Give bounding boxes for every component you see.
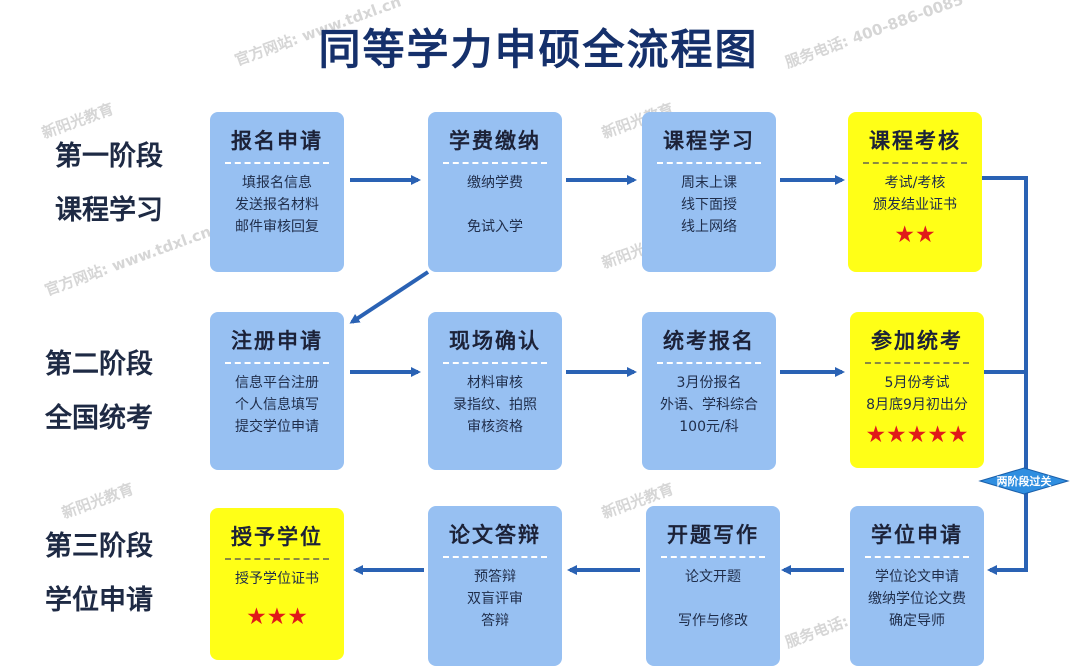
step-onsite-confirm-line: 材料审核 xyxy=(467,375,523,391)
step-unified-exam-title: 参加统考 xyxy=(871,329,963,353)
divider xyxy=(443,556,547,558)
step-course-exam: 课程考核 考试/考核 颁发结业证书 ★★ xyxy=(848,112,982,272)
step-apply-line: 发送报名材料 xyxy=(235,197,319,213)
step-award-degree-line: 授予学位证书 xyxy=(235,571,319,587)
badge-text: 两阶段过关 xyxy=(996,475,1052,488)
divider xyxy=(443,162,547,164)
step-unified-exam: 参加统考 5月份考试 8月底9月初出分 ★★★★★ xyxy=(850,312,984,468)
divider xyxy=(657,162,761,164)
divider xyxy=(865,362,969,364)
stage-2-label: 第二阶段 全国统考 xyxy=(14,338,184,446)
step-onsite-confirm: 现场确认 材料审核 录指纹、拍照 审核资格 xyxy=(428,312,562,470)
step-register-line: 信息平台注册 xyxy=(235,375,319,391)
stage-3-label: 第三阶段 学位申请 xyxy=(14,520,184,628)
step-tuition-gap xyxy=(428,194,562,216)
step-degree-apply-title: 学位申请 xyxy=(871,523,963,547)
divider xyxy=(865,556,969,558)
divider xyxy=(225,558,329,560)
step-degree-apply-line: 学位论文申请 xyxy=(875,569,959,585)
step-tuition: 学费缴纳 缴纳学费 免试入学 xyxy=(428,112,562,272)
two-stage-pass-badge: 两阶段过关 xyxy=(972,466,1076,496)
step-register-title: 注册申请 xyxy=(231,329,323,353)
step-thesis-defense-line: 预答辩 xyxy=(474,569,516,585)
stage-3-topic: 学位申请 xyxy=(45,585,153,616)
divider xyxy=(443,362,547,364)
step-award-degree: 授予学位 授予学位证书 ★★★ xyxy=(210,508,344,660)
step-study-line: 线下面授 xyxy=(681,197,737,213)
step-unified-signup-title: 统考报名 xyxy=(663,329,755,353)
step-apply-title: 报名申请 xyxy=(231,129,323,153)
step-unified-signup: 统考报名 3月份报名 外语、学科综合 100元/科 xyxy=(642,312,776,470)
divider xyxy=(657,362,761,364)
stage-1-name: 第一阶段 xyxy=(55,141,163,172)
divider xyxy=(661,556,765,558)
step-tuition-line: 缴纳学费 xyxy=(467,175,523,191)
star-rating: ★★★★★ xyxy=(865,422,969,448)
step-apply-line: 邮件审核回复 xyxy=(235,219,319,235)
step-thesis-defense-title: 论文答辩 xyxy=(449,523,541,547)
star-rating: ★★★ xyxy=(246,604,308,630)
stage-1-topic: 课程学习 xyxy=(55,195,163,226)
step-unified-signup-line: 外语、学科综合 xyxy=(660,397,758,413)
step-study-line: 线上网络 xyxy=(681,219,737,235)
step-thesis-defense-line: 答辩 xyxy=(481,613,509,629)
step-study-title: 课程学习 xyxy=(663,129,755,153)
step-proposal-writing: 开题写作 论文开题 写作与修改 xyxy=(646,506,780,666)
step-unified-signup-line: 100元/科 xyxy=(679,419,739,435)
step-thesis-defense-line: 双盲评审 xyxy=(467,591,523,607)
step-onsite-confirm-line: 审核资格 xyxy=(467,419,523,435)
step-unified-exam-line: 5月份考试 xyxy=(884,375,950,391)
step-proposal-writing-line: 写作与修改 xyxy=(678,613,748,629)
star-rating: ★★ xyxy=(894,222,936,248)
step-degree-apply-line: 缴纳学位论文费 xyxy=(868,591,966,607)
step-proposal-writing-gap xyxy=(646,588,780,610)
step-tuition-line: 免试入学 xyxy=(467,219,523,235)
page-title: 同等学力申硕全流程图 xyxy=(318,25,759,74)
divider xyxy=(225,162,329,164)
step-unified-signup-line: 3月份报名 xyxy=(676,375,742,391)
stage-2-topic: 全国统考 xyxy=(45,403,153,434)
step-register-line: 提交学位申请 xyxy=(235,419,319,435)
step-proposal-writing-line: 论文开题 xyxy=(685,569,741,585)
step-register: 注册申请 信息平台注册 个人信息填写 提交学位申请 xyxy=(210,312,344,470)
step-course-exam-title: 课程考核 xyxy=(869,129,961,153)
step-onsite-confirm-title: 现场确认 xyxy=(449,329,541,353)
divider xyxy=(863,162,967,164)
step-register-line: 个人信息填写 xyxy=(235,397,319,413)
step-proposal-writing-title: 开题写作 xyxy=(667,523,759,547)
stage-3-name: 第三阶段 xyxy=(45,531,153,562)
step-study-line: 周末上课 xyxy=(681,175,737,191)
step-course-exam-line: 考试/考核 xyxy=(884,175,946,191)
step-degree-apply-line: 确定导师 xyxy=(889,613,945,629)
step-thesis-defense: 论文答辩 预答辩 双盲评审 答辩 xyxy=(428,506,562,666)
step-degree-apply: 学位申请 学位论文申请 缴纳学位论文费 确定导师 xyxy=(850,506,984,666)
step-course-exam-line: 颁发结业证书 xyxy=(873,197,957,213)
step-apply: 报名申请 填报名信息 发送报名材料 邮件审核回复 xyxy=(210,112,344,272)
step-onsite-confirm-line: 录指纹、拍照 xyxy=(453,397,537,413)
step-apply-line: 填报名信息 xyxy=(242,175,312,191)
arrow-tuition-to-register xyxy=(349,270,430,324)
stage-1-label: 第一阶段 课程学习 xyxy=(24,130,194,238)
step-award-degree-title: 授予学位 xyxy=(231,525,323,549)
divider xyxy=(225,362,329,364)
stage-2-name: 第二阶段 xyxy=(45,349,153,380)
step-tuition-title: 学费缴纳 xyxy=(449,129,541,153)
step-unified-exam-line: 8月底9月初出分 xyxy=(866,397,968,413)
step-study: 课程学习 周末上课 线下面授 线上网络 xyxy=(642,112,776,272)
